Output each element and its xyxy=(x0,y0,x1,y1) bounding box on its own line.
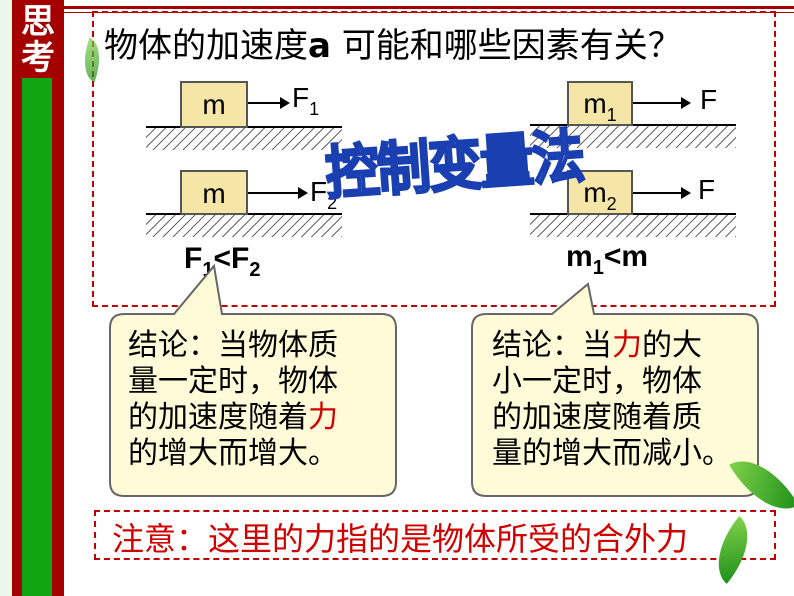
callout-right: 结论：当力的大 小一定时，物体 的加速度随着质 量的增大而减小。 xyxy=(466,262,766,502)
sidebar-green-strip xyxy=(22,78,52,596)
comparison-right-sub: 2 xyxy=(566,284,577,304)
ground-right-top xyxy=(530,124,736,148)
force-label-left-bottom: F2 xyxy=(310,176,338,213)
arrow-left-top xyxy=(248,97,290,109)
force-label-right-bottom: F xyxy=(698,174,716,205)
sidebar-label-kao: 考 xyxy=(21,38,55,78)
ground-left-bottom xyxy=(146,213,342,237)
callout-left: 结论：当物体质 量一定时，物体 的加速度随着力 的增大而增大。 xyxy=(104,262,404,502)
arrow-right-top xyxy=(633,97,691,109)
block-left-top: m xyxy=(180,81,248,128)
force-label-right-top: F xyxy=(700,84,718,115)
callout-right-text: 结论：当力的大 小一定时，物体 的加速度随着质 量的增大而减小。 xyxy=(492,328,732,471)
arrow-right-bottom xyxy=(633,187,691,199)
diagram-frame xyxy=(92,11,776,307)
top-rule xyxy=(64,6,794,9)
ground-left-top xyxy=(146,126,342,150)
block-right-top: m1 xyxy=(567,81,633,126)
block-left-bottom: m xyxy=(180,170,248,215)
ground-right-bottom xyxy=(530,213,736,237)
sidebar-label-si: 思 xyxy=(21,2,55,42)
question-variable: a xyxy=(308,26,331,66)
callout-left-shape xyxy=(109,263,397,497)
force-label-left-top: F1 xyxy=(292,82,320,119)
method-wordart: 控制变量法 xyxy=(322,121,586,209)
note-text: 注意：这里的力指的是物体所受的合外力 xyxy=(112,520,689,558)
arrow-left-bottom xyxy=(248,187,308,199)
callout-left-text: 结论：当物体质 量一定时，物体 的加速度随着力 的增大而增大。 xyxy=(128,328,338,471)
question-title: 物体的加速度a 可能和哪些因素有关？ xyxy=(104,18,682,67)
comparison-left: F1<F2 xyxy=(184,242,261,281)
note-frame xyxy=(94,510,776,560)
block-right-bottom: m2 xyxy=(567,170,633,215)
question-suffix: 可能和哪些因素有关？ xyxy=(330,26,682,66)
callout-right-shape xyxy=(471,282,759,497)
comparison-right: m1<m xyxy=(566,240,649,279)
question-prefix: 物体的加速度 xyxy=(104,26,308,66)
